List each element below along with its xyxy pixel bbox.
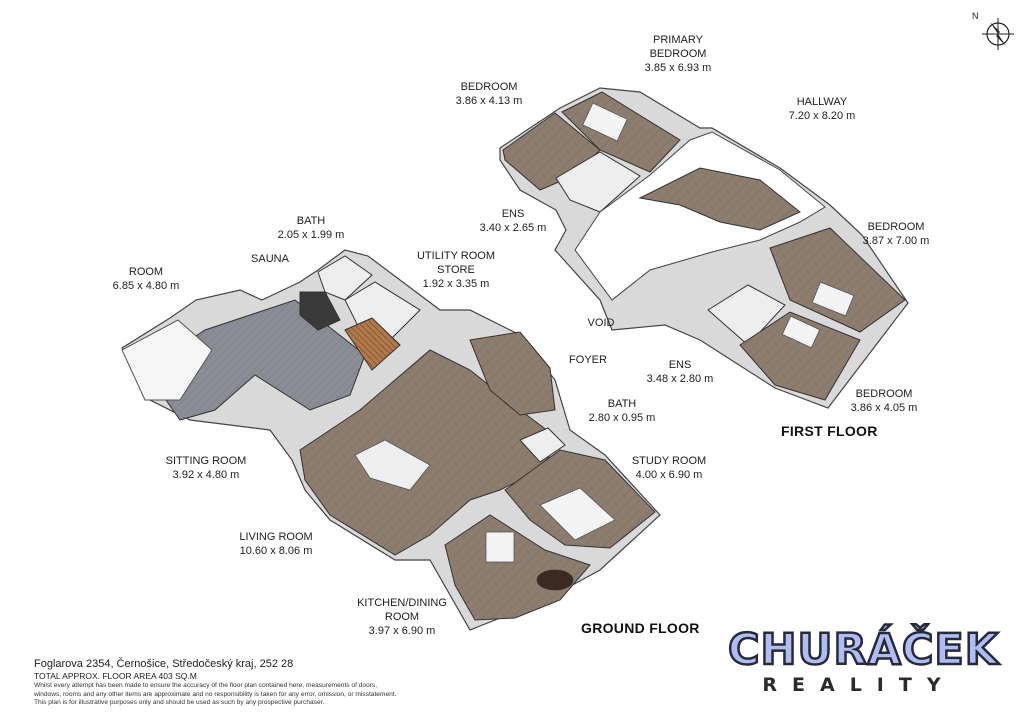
room-dimensions: 1.92 x 3.35 m <box>422 278 490 290</box>
brand-logo: CHURÁČEK REALITY <box>727 625 1000 696</box>
ground-floor-plan <box>121 249 661 631</box>
room-name: UTILITY ROOM STORE <box>416 250 496 276</box>
address: Foglarova 2354, Černošice, Středočeský k… <box>34 658 294 670</box>
room-name: STUDY ROOM <box>631 455 707 467</box>
room-name: ENS <box>668 359 692 371</box>
label-primary-bedroom: PRIMARY BEDROOM 3.85 x 6.93 m <box>645 33 712 75</box>
room-dimensions: 7.20 x 8.20 m <box>788 110 856 122</box>
label-hallway: HALLWAY 7.20 x 8.20 m <box>789 95 856 123</box>
room-name: SITTING ROOM <box>165 455 247 467</box>
label-utility-room: UTILITY ROOM STORE 1.92 x 3.35 m <box>417 249 495 291</box>
room-dimensions: 3.85 x 6.93 m <box>644 62 712 74</box>
label-sitting-room: SITTING ROOM 3.92 x 4.80 m <box>166 454 247 482</box>
label-foyer: FOYER <box>569 353 607 367</box>
room-name: SAUNA <box>251 253 289 265</box>
room-dimensions: 3.40 x 2.65 m <box>479 222 547 234</box>
room-name: KITCHEN/DINING ROOM <box>357 597 447 623</box>
total-floor-area: TOTAL APPROX. FLOOR AREA 403 SQ.M <box>34 671 197 681</box>
room-name: BATH <box>607 398 637 410</box>
room-name: BEDROOM <box>855 388 913 400</box>
room-dimensions: 2.05 x 1.99 m <box>277 229 345 241</box>
room-dimensions: 10.60 x 8.06 m <box>239 545 313 557</box>
label-ens-1: ENS 3.40 x 2.65 m <box>480 207 547 235</box>
disclaimer-line-1: Whilst every attempt has been made to en… <box>34 682 378 689</box>
label-bedroom-1: BEDROOM 3.86 x 4.13 m <box>456 80 523 108</box>
label-void: VOID <box>588 316 615 330</box>
room-dimensions: 3.97 x 6.90 m <box>368 625 436 637</box>
label-room: ROOM 6.85 x 4.80 m <box>113 265 180 293</box>
room-dimensions: 3.48 x 2.80 m <box>646 373 714 385</box>
room-name: BEDROOM <box>460 81 518 93</box>
room-name: ROOM <box>128 266 164 278</box>
footer-info: Foglarova 2354, Černošice, Středočeský k… <box>34 657 454 708</box>
label-bath-2: BATH 2.80 x 0.95 m <box>589 397 656 425</box>
room-name: BATH <box>296 215 326 227</box>
room-dimensions: 3.86 x 4.05 m <box>850 402 918 414</box>
room-name: HALLWAY <box>796 96 848 108</box>
room-dimensions: 3.92 x 4.80 m <box>172 469 240 481</box>
ground-floor-title: GROUND FLOOR <box>581 620 700 636</box>
label-kitchen-dining-room: KITCHEN/DINING ROOM 3.97 x 6.90 m <box>357 596 447 638</box>
brand-subtitle: REALITY <box>762 674 956 696</box>
compass-rose-icon: N <box>970 8 1016 54</box>
room-name: FOYER <box>569 354 607 366</box>
disclaimer-line-2: windows, rooms and any other items are a… <box>34 690 397 698</box>
room-dimensions: 4.00 x 6.90 m <box>635 469 703 481</box>
label-ens-2: ENS 3.48 x 2.80 m <box>647 358 714 386</box>
room-dimensions: 3.86 x 4.13 m <box>455 95 523 107</box>
room-name: BEDROOM <box>867 221 925 233</box>
room-name: VOID <box>587 317 615 329</box>
room-dimensions: 3.87 x 7.00 m <box>862 235 930 247</box>
room-dimensions: 6.85 x 4.80 m <box>112 280 180 292</box>
first-floor-plan <box>499 87 909 409</box>
north-label: N <box>972 11 979 21</box>
label-study-room: STUDY ROOM 4.00 x 6.90 m <box>632 454 706 482</box>
compass-needle-icon <box>982 18 1014 50</box>
label-bedroom-2: BEDROOM 3.87 x 7.00 m <box>863 220 930 248</box>
label-bedroom-3: BEDROOM 3.86 x 4.05 m <box>851 387 918 415</box>
room-name: PRIMARY BEDROOM <box>649 34 707 60</box>
room-name: LIVING ROOM <box>239 531 313 543</box>
brand-name: CHURÁČEK <box>727 625 1000 675</box>
label-living-room: LIVING ROOM 10.60 x 8.06 m <box>239 530 312 558</box>
label-bath-1: BATH 2.05 x 1.99 m <box>278 214 345 242</box>
label-sauna: SAUNA <box>251 252 289 266</box>
room-dimensions: 2.80 x 0.95 m <box>588 412 656 424</box>
first-floor-title: FIRST FLOOR <box>781 423 878 439</box>
room-name: ENS <box>501 208 525 220</box>
disclaimer-line-3: This plan is for illustrative purposes o… <box>34 699 325 707</box>
